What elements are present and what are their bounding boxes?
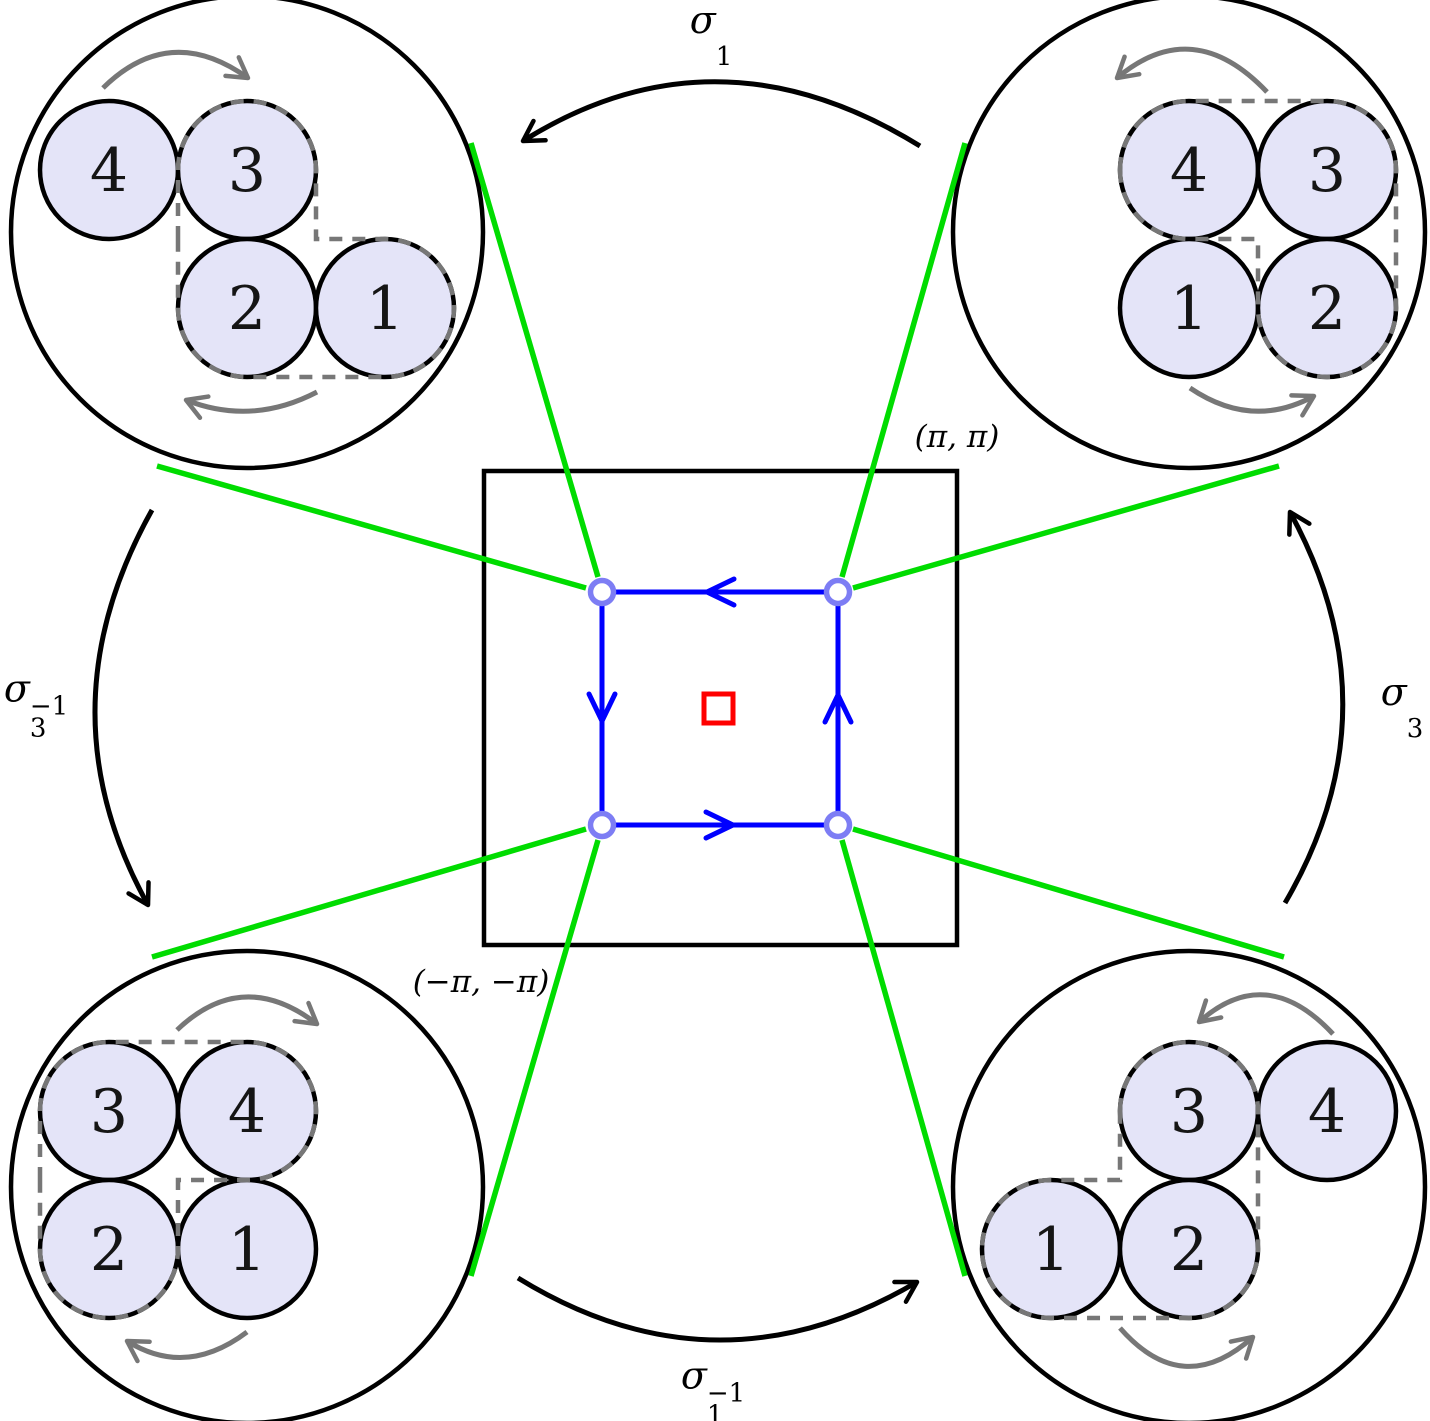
loop-direction-arrow xyxy=(822,689,854,725)
sigma-base: σ xyxy=(680,1353,707,1398)
sigma-arc-right xyxy=(1282,509,1346,905)
rotation-arrow xyxy=(175,994,320,1032)
loop-direction-arrow xyxy=(703,809,739,841)
sigma-sub: 1 xyxy=(715,41,733,72)
puncture-label: 3 xyxy=(90,1077,128,1147)
sigma-base: σ xyxy=(1380,669,1407,714)
puncture-label: 1 xyxy=(366,274,404,344)
corner-point-ring xyxy=(823,810,853,840)
puncture-label: 4 xyxy=(90,136,128,206)
sigma-arc-bottom xyxy=(516,1275,920,1343)
corner-point-ring xyxy=(587,577,617,607)
disk-top-left: 4 3 2 1 xyxy=(8,0,486,471)
rotation-arrow xyxy=(1114,46,1269,94)
rotation-arrow xyxy=(124,1330,249,1364)
dashed-cell-outline xyxy=(175,98,457,380)
label-pi-pi: (π, π) xyxy=(914,419,1000,455)
sigma-arc-left xyxy=(92,508,155,908)
puncture-label: 3 xyxy=(1308,136,1346,206)
rotation-arrow xyxy=(1118,1326,1256,1369)
magnification-line xyxy=(468,142,601,578)
disk-bottom-left: 3 4 2 1 xyxy=(8,948,486,1421)
sigma-base: σ xyxy=(3,666,30,711)
magnification-line xyxy=(852,463,1280,591)
sigma-sup: −1 xyxy=(706,1378,746,1409)
torus-fundamental-domain xyxy=(481,468,960,948)
magnification-line xyxy=(852,826,1285,960)
puncture-label: 4 xyxy=(228,1077,266,1147)
puncture-label: 1 xyxy=(228,1215,266,1285)
rotation-arrow xyxy=(1196,992,1335,1036)
puncture-label: 4 xyxy=(1170,136,1208,206)
puncture-label: 2 xyxy=(1308,274,1346,344)
label-minus-pi-minus-pi: (−π, −π) xyxy=(412,964,550,1000)
disk-top-right: 4 3 1 2 xyxy=(950,0,1428,471)
magnification-line xyxy=(839,839,968,1277)
dashed-cell-outline xyxy=(37,1039,319,1321)
loop-direction-arrow xyxy=(586,691,618,727)
sigma-arc-top xyxy=(520,79,922,149)
rotation-arrow xyxy=(1188,385,1317,418)
sigma-sub: 1 xyxy=(706,1400,724,1421)
puncture-label: 2 xyxy=(90,1215,128,1285)
rotation-arrow xyxy=(183,389,319,420)
sigma-sub: 3 xyxy=(29,713,47,744)
sigma-sub: 3 xyxy=(1406,713,1424,744)
red-center-square xyxy=(701,691,736,726)
magnification-line xyxy=(156,463,587,591)
corner-point-ring xyxy=(823,577,853,607)
puncture-label: 4 xyxy=(1308,1077,1346,1147)
blue-loop-square xyxy=(599,589,841,828)
puncture-label: 3 xyxy=(1170,1077,1208,1147)
puncture-label: 1 xyxy=(1032,1215,1070,1285)
sigma-sup: −1 xyxy=(29,691,69,722)
puncture-label: 2 xyxy=(1170,1215,1208,1285)
magnification-line xyxy=(839,142,968,578)
puncture-label: 3 xyxy=(228,136,266,206)
magnification-line xyxy=(151,826,587,960)
sigma-base: σ xyxy=(689,0,716,42)
rotation-arrow xyxy=(101,49,251,90)
disk-bottom-right: 3 4 1 2 xyxy=(950,948,1428,1421)
dashed-cell-outline xyxy=(1117,98,1399,380)
magnification-line xyxy=(468,839,601,1277)
puncture-label: 2 xyxy=(228,274,266,344)
corner-point-ring xyxy=(587,810,617,840)
puncture-label: 1 xyxy=(1170,274,1208,344)
loop-direction-arrow xyxy=(701,576,737,608)
dashed-cell-outline xyxy=(979,1039,1261,1321)
